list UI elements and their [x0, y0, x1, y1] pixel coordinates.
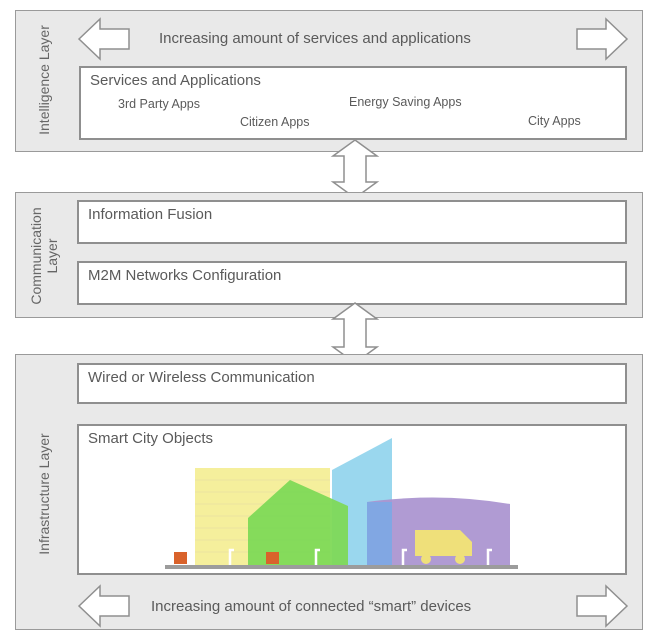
- devices-growth-text: Increasing amount of connected “smart” d…: [151, 598, 472, 615]
- app-label-3rd-party: 3rd Party Apps: [118, 97, 200, 111]
- wired-or-wireless-title: Wired or Wireless Communication: [88, 369, 315, 386]
- communication-label-line1: Communication: [28, 207, 44, 305]
- ground-line: [165, 565, 518, 569]
- information-fusion-title: Information Fusion: [88, 206, 213, 223]
- services-growth-text: Increasing amount of services and applic…: [159, 30, 471, 47]
- communication-layer-label: Communication Layer: [28, 191, 60, 321]
- red-block-icon: [174, 552, 187, 564]
- left-arrow-icon: [77, 584, 130, 628]
- app-label-energy-saving: Energy Saving Apps: [349, 95, 462, 109]
- services-and-applications-box: Services and Applications 3rd Party Apps…: [79, 66, 627, 140]
- right-arrow-icon: [576, 584, 629, 628]
- intelligence-layer-label: Intelligence Layer: [36, 25, 52, 135]
- smart-city-objects-title: Smart City Objects: [88, 430, 214, 447]
- m2m-networks-box: M2M Networks Configuration: [77, 261, 627, 305]
- infrastructure-layer-label: Infrastructure Layer: [36, 433, 52, 555]
- left-arrow-icon: [77, 17, 130, 61]
- vertical-double-arrow-icon: [330, 139, 380, 199]
- street-lamp-icon: [401, 548, 407, 566]
- vehicle-icon: [415, 530, 472, 564]
- blue-accent: [367, 502, 392, 566]
- m2m-networks-title: M2M Networks Configuration: [88, 267, 282, 284]
- street-lamp-icon: [314, 548, 320, 566]
- smart-city-illustration: [165, 438, 518, 569]
- communication-label-line2: Layer: [44, 238, 60, 274]
- green-building: [248, 480, 348, 566]
- services-and-applications-title: Services and Applications: [90, 72, 261, 89]
- street-lamp-icon: [228, 548, 234, 566]
- red-block-icon: [266, 552, 279, 564]
- street-lamp-icon: [486, 548, 492, 566]
- app-label-city: City Apps: [528, 114, 581, 128]
- right-arrow-icon: [576, 17, 629, 61]
- information-fusion-box: Information Fusion: [77, 200, 627, 244]
- app-label-citizen: Citizen Apps: [240, 115, 310, 129]
- wired-or-wireless-box: Wired or Wireless Communication: [77, 363, 627, 404]
